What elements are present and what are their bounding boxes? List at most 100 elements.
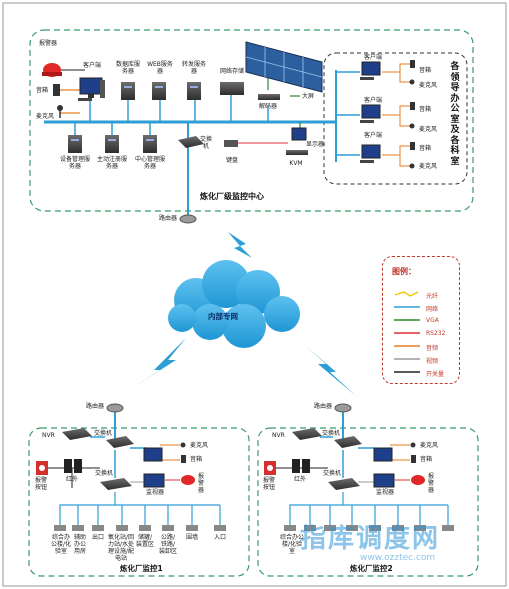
site1-cam-label: 储罐/装置区 — [136, 534, 155, 548]
alarm-label: 报警器 — [38, 40, 57, 47]
legend-item-label: 光纤 — [426, 293, 439, 300]
device-mgmt-server-label: 设备管理服务器 — [60, 156, 91, 170]
site1-router — [106, 403, 124, 413]
site1-speaker-icon — [181, 455, 186, 463]
site1-monitor — [143, 473, 165, 488]
network-storage-label: 网络存储 — [219, 68, 244, 75]
office-speaker-icon — [410, 142, 415, 150]
web-server-icon — [152, 82, 166, 100]
office-label: 麦克风 — [419, 126, 438, 133]
site2-switch-bottom — [328, 478, 360, 490]
client-label: 客户端 — [82, 62, 101, 69]
site1-mic-icon — [180, 442, 186, 448]
office-mic-icon — [409, 163, 415, 169]
site1-cam-label: 入口 — [214, 534, 227, 541]
site1-cam-label: 围墙 — [186, 534, 199, 541]
active-register-server-label: 主动注册服务器 — [97, 156, 128, 170]
watermark-main: 指库调度网 — [300, 524, 441, 554]
kvm-monitor-icon — [286, 127, 308, 155]
video-wall-icon — [245, 41, 323, 93]
site2-switch-top-label: 交换机 — [322, 430, 341, 437]
site1-cam-label: 氧化站/回力站/水处理设施/配电站 — [107, 534, 135, 562]
kvm-label: KVM — [289, 160, 303, 167]
client-pc-icon — [78, 77, 105, 101]
office-mic-icon — [409, 123, 415, 129]
site1-alarm-button-label: 报警按钮 — [34, 477, 47, 491]
site2-monitor-label: 监视器 — [376, 489, 395, 496]
site2-title: 炼化厂监控2 — [350, 564, 393, 573]
site2-speaker-icon — [411, 455, 416, 463]
switch-label: 交换机 — [200, 136, 213, 150]
site2-infrared-icon — [292, 459, 310, 473]
site1-speaker-label: 音箱 — [190, 456, 203, 463]
site2-alarm-icon — [411, 475, 425, 485]
offices-vertical-title: 各领导办公室及各科室 — [450, 62, 460, 167]
site2-router — [334, 403, 352, 413]
web-server-label: WEB服务器 — [147, 61, 173, 75]
site2-router-label: 路由器 — [313, 403, 332, 410]
site2-monitor — [373, 473, 395, 488]
forward-server-icon — [187, 82, 201, 100]
site2-infrared-label: 红外 — [294, 476, 307, 483]
site1-cam-label: 公路/铁路/装卸区 — [158, 534, 177, 555]
alarm-light-icon — [42, 63, 62, 77]
site2-nvr — [292, 428, 322, 440]
site1-cam-label: 出口 — [92, 534, 105, 541]
site1-cam-label: 综合办公楼/化验室 — [50, 534, 72, 555]
legend-item-label: 开关量 — [426, 371, 445, 378]
site1-nvr-label: NVR — [42, 432, 55, 439]
office-pc-3 — [360, 144, 381, 163]
active-register-server-icon — [105, 135, 119, 153]
wireless-link-top — [228, 232, 252, 258]
office-label: 音箱 — [419, 67, 432, 74]
site1-region — [28, 427, 250, 577]
device-mgmt-server-icon — [68, 135, 82, 153]
central-mgmt-server-label: 中心管理服务器 — [135, 156, 166, 170]
top-center-title: 炼化厂级监控中心 — [200, 192, 264, 201]
site1-switch-top — [106, 436, 134, 448]
wireless-link-right — [306, 346, 356, 396]
site1-cam-label: 辅助办公用房 — [73, 534, 86, 555]
site1-nvr — [62, 428, 92, 440]
site2-mic-icon — [410, 442, 416, 448]
site2-region — [257, 427, 479, 577]
site1-switch-bottom — [100, 478, 132, 490]
site2-alarm-button-label: 报警按钮 — [262, 477, 275, 491]
site2-alarm-button-icon — [264, 461, 276, 475]
keyboard-label: 键盘 — [225, 157, 238, 164]
site1-cameras — [54, 525, 226, 531]
intranet-cloud — [168, 260, 300, 348]
cloud-label: 内部专网 — [208, 312, 238, 321]
site2-switch-bottom-label: 交换机 — [323, 470, 342, 477]
site1-alarm-button-icon — [36, 461, 48, 475]
site1-switch-top-label: 交换机 — [94, 430, 113, 437]
site2-mic-label: 麦克风 — [420, 442, 439, 449]
central-mgmt-server-icon — [143, 135, 157, 153]
legend-swatches — [394, 291, 420, 373]
office-label: 音箱 — [419, 145, 432, 152]
router-icon — [179, 214, 197, 224]
legend-box — [382, 256, 460, 384]
office-label: 麦克风 — [419, 82, 438, 89]
office-label: 客户端 — [364, 132, 383, 139]
legend-item-label: 网络 — [426, 306, 439, 313]
site2-cameras — [284, 525, 454, 531]
office-label: 客户端 — [364, 97, 383, 104]
site1-infrared-label: 红外 — [66, 476, 79, 483]
office-mic-icon — [409, 79, 415, 85]
legend-item-label: 音频 — [426, 345, 439, 352]
legend-item-label: RS232 — [426, 330, 446, 337]
site2-speaker-label: 音箱 — [420, 456, 433, 463]
decoder-label: 解码器 — [258, 103, 277, 110]
site1-alarm-label: 报警器 — [197, 473, 204, 494]
site2-nvr-label: NVR — [272, 432, 285, 439]
top-center-region — [29, 29, 474, 212]
site1-title: 炼化厂监控1 — [120, 564, 163, 573]
site1-mic-label: 麦克风 — [190, 442, 209, 449]
offices-region — [323, 52, 468, 185]
network-storage-icon — [220, 82, 244, 95]
site1-switch-bottom-label: 交换机 — [95, 470, 114, 477]
office-speaker-icon — [410, 60, 415, 68]
